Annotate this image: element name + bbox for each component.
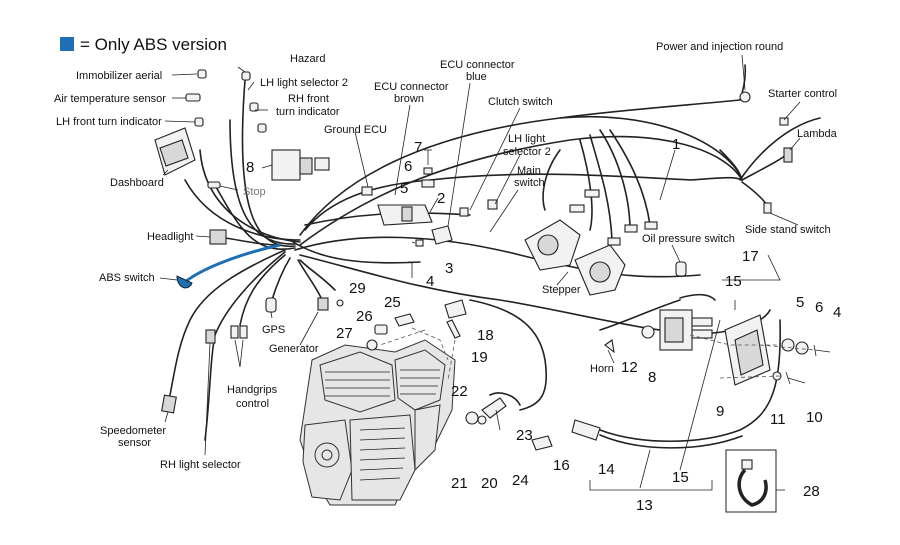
num-19: 19 [471, 349, 488, 366]
num-23: 23 [516, 427, 533, 444]
num-15-bottom: 15 [672, 469, 689, 486]
num-18: 18 [477, 327, 494, 344]
label-ecu-connector-blue-2: blue [466, 71, 487, 83]
num-6-left: 6 [404, 158, 412, 175]
num-28: 28 [803, 483, 820, 500]
labels: Hazard Immobilizer aerial Air temperatur… [54, 41, 838, 471]
num-15-top: 15 [725, 273, 742, 290]
num-8-right: 8 [648, 369, 656, 386]
label-main-switch-2: switch [514, 177, 545, 189]
label-lambda: Lambda [797, 128, 838, 140]
num-29: 29 [349, 280, 366, 297]
label-lh-light-selector-2-right-1: LH light [508, 133, 545, 145]
label-rh-front-turn-indicator-1: RH front [288, 93, 329, 105]
num-5-left: 5 [400, 180, 408, 197]
label-ecu-connector-brown-1: ECU connector [374, 81, 449, 93]
num-7: 7 [414, 139, 422, 156]
label-lh-light-selector-2-left: LH light selector 2 [260, 77, 348, 89]
label-power-and-injection-round: Power and injection round [656, 41, 783, 53]
label-lh-light-selector-2-right-2: selector 2 [503, 146, 551, 158]
label-gps: GPS [262, 324, 285, 336]
num-6-right: 6 [815, 299, 823, 316]
num-10: 10 [806, 409, 823, 426]
right-branches [542, 64, 821, 335]
num-1: 1 [672, 136, 680, 153]
dashed-lines [379, 327, 816, 381]
label-speedometer-sensor-1: Speedometer [100, 425, 166, 437]
num-24: 24 [512, 472, 529, 489]
num-13: 13 [636, 497, 653, 514]
num-27: 27 [336, 325, 353, 342]
leader-lines [159, 54, 801, 491]
num-9: 9 [716, 403, 724, 420]
label-starter-control: Starter control [768, 88, 837, 100]
legend-swatch [60, 37, 74, 51]
num-11: 11 [770, 411, 786, 428]
num-8-left: 8 [246, 159, 254, 176]
num-3: 3 [445, 260, 453, 277]
num-4-right: 4 [833, 304, 841, 321]
label-oil-pressure-switch: Oil pressure switch [642, 233, 735, 245]
num-12: 12 [621, 359, 638, 376]
label-rh-front-turn-indicator-2: turn indicator [276, 106, 340, 118]
label-abs-switch: ABS switch [99, 272, 155, 284]
label-clutch-switch: Clutch switch [488, 96, 553, 108]
label-handgrips-control-1: Handgrips [227, 384, 278, 396]
label-immobilizer-aerial: Immobilizer aerial [76, 70, 162, 82]
num-22: 22 [451, 383, 468, 400]
label-main-switch-1: Main [517, 165, 541, 177]
label-headlight: Headlight [147, 231, 193, 243]
label-side-stand-switch: Side stand switch [745, 224, 831, 236]
main-harness [289, 115, 743, 331]
label-horn: Horn [590, 363, 614, 375]
num-17: 17 [742, 248, 759, 265]
num-2: 2 [437, 190, 445, 207]
num-14: 14 [598, 461, 615, 478]
label-ecu-connector-blue-1: ECU connector [440, 59, 515, 71]
legend: = Only ABS version [60, 35, 227, 54]
label-stop: Stop [243, 186, 266, 198]
label-lh-front-turn-indicator: LH front turn indicator [56, 116, 162, 128]
label-handgrips-control-2: control [236, 398, 269, 410]
components [154, 69, 831, 513]
legend-text: = Only ABS version [80, 35, 227, 54]
num-5-right: 5 [796, 294, 804, 311]
label-stepper: Stepper [542, 284, 581, 296]
label-hazard: Hazard [290, 53, 325, 65]
part-numbers: 1 2 3 4 5 6 7 8 29 25 26 27 18 19 22 21 … [246, 136, 841, 514]
label-generator: Generator [269, 343, 319, 355]
num-25: 25 [384, 294, 401, 311]
label-speedometer-sensor-2: sensor [118, 437, 151, 449]
label-ecu-connector-brown-2: brown [394, 93, 424, 105]
num-26: 26 [356, 308, 373, 325]
label-dashboard: Dashboard [110, 177, 164, 189]
num-21: 21 [451, 475, 468, 492]
label-air-temperature-sensor: Air temperature sensor [54, 93, 166, 105]
label-rh-light-selector: RH light selector [160, 459, 241, 471]
label-ground-ecu: Ground ECU [324, 124, 387, 136]
num-20: 20 [481, 475, 498, 492]
num-16: 16 [553, 457, 570, 474]
abs-wire [184, 243, 281, 284]
num-4-left: 4 [426, 273, 434, 290]
engine-block [299, 339, 456, 506]
